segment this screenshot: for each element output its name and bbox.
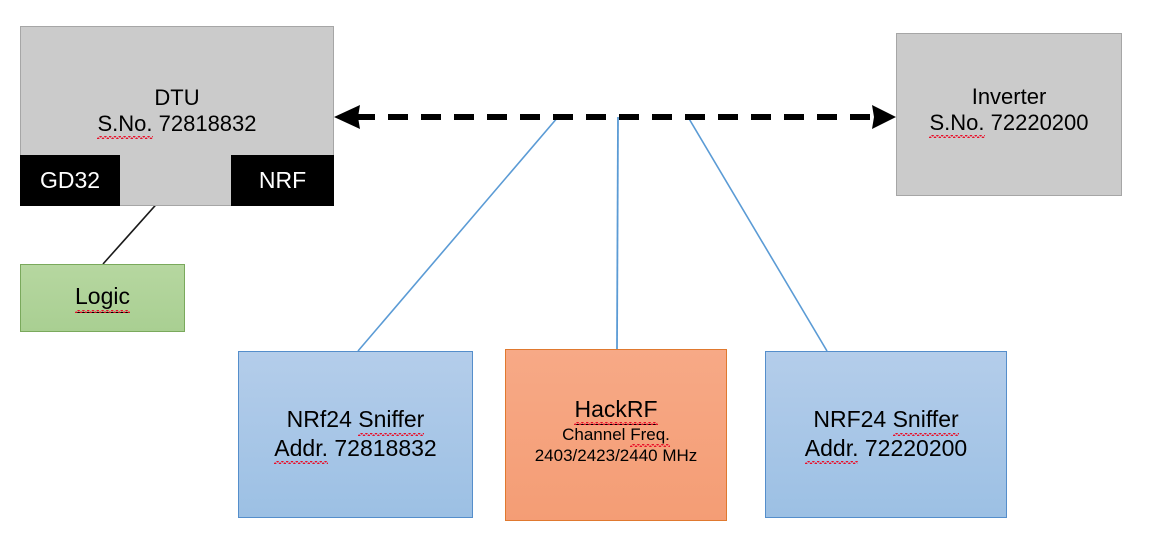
hackrf-title-text: HackRF	[574, 396, 658, 426]
gd32-label: GD32	[39, 166, 101, 193]
sniffer-left-tap-line	[357, 116, 559, 352]
inverter-serial-prefix: S.No.	[929, 109, 985, 138]
logic-label: Logic	[75, 283, 130, 313]
dtu-serial-value: 72818832	[158, 110, 257, 136]
node-logic[interactable]: Logic	[20, 264, 185, 332]
sniffer-left-title-head: NRf24	[286, 406, 359, 433]
inverter-serial-value: 72220200	[990, 109, 1089, 135]
nrf-label: NRF	[258, 166, 307, 193]
node-gd32[interactable]: GD32	[20, 155, 120, 206]
hackrf-subtitle: Channel Freq.	[562, 425, 670, 448]
sniffer-right-title-head: NRF24	[813, 406, 893, 433]
hackrf-title: HackRF	[574, 396, 658, 426]
sniffer-right-address: Addr. 72220200	[804, 434, 968, 464]
sniffer-left-address-prefix: Addr.	[274, 435, 328, 464]
hackrf-frequencies: 2403/2423/2440 MHz	[534, 446, 698, 466]
node-sniffer-left[interactable]: NRf24 Sniffer Addr. 72818832	[238, 351, 473, 518]
dtu-title: DTU	[154, 85, 200, 110]
sniffer-left-address-value: 72818832	[334, 434, 437, 461]
node-nrf[interactable]: NRF	[231, 155, 334, 206]
sniffer-right-title-word: Sniffer	[892, 406, 959, 436]
hackrf-subtitle-word: Freq.	[630, 425, 670, 448]
sniffer-left-address: Addr. 72818832	[274, 434, 437, 464]
node-inverter[interactable]: Inverter S.No. 72220200	[896, 33, 1122, 196]
inverter-title: Inverter	[971, 84, 1047, 109]
logic-label-text: Logic	[75, 283, 130, 313]
sniffer-right-address-value: 72220200	[864, 434, 968, 461]
rf-link-arrowhead-right	[872, 105, 896, 129]
hackrf-subtitle-head: Channel	[562, 425, 631, 445]
sniffer-left-title-word: Sniffer	[358, 406, 425, 436]
node-sniffer-right[interactable]: NRF24 Sniffer Addr. 72220200	[765, 351, 1007, 518]
sniffer-right-tap-line	[687, 116, 828, 352]
inverter-serial: S.No. 72220200	[929, 109, 1089, 138]
node-hackrf[interactable]: HackRF Channel Freq. 2403/2423/2440 MHz	[505, 349, 727, 521]
sniffer-right-address-prefix: Addr.	[804, 435, 858, 464]
dtu-serial: S.No. 72818832	[97, 110, 257, 139]
sniffer-right-title: NRF24 Sniffer	[813, 406, 959, 436]
rf-link-arrowhead-left	[334, 105, 360, 129]
sniffer-left-title: NRf24 Sniffer	[286, 406, 425, 436]
hackrf-tap-line	[616, 116, 619, 350]
dtu-serial-prefix: S.No.	[97, 110, 153, 139]
